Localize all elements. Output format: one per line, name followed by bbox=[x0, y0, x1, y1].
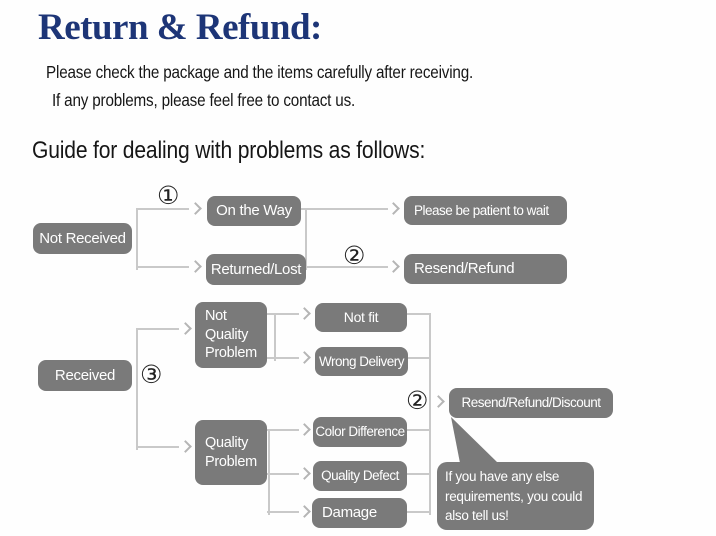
node-on-the-way: On the Way bbox=[207, 196, 301, 226]
connector-to-be-patient bbox=[301, 208, 388, 210]
connector-to-quality-defect bbox=[267, 473, 299, 475]
guide-heading: Guide for dealing with problems as follo… bbox=[32, 137, 426, 164]
connector-nqp-ladder-vertical bbox=[274, 313, 276, 361]
node-be-patient: Please be patient to wait bbox=[404, 196, 567, 225]
speech-bubble-tail bbox=[451, 417, 498, 463]
arrow-right-icon bbox=[179, 440, 192, 453]
node-wrong-delivery: Wrong Delivery bbox=[315, 347, 408, 376]
node-not-received: Not Received bbox=[33, 223, 132, 254]
intro-line-2: If any problems, please feel free to con… bbox=[52, 90, 356, 110]
connector-received-vertical bbox=[136, 328, 138, 450]
connector-to-returned-lost bbox=[136, 266, 189, 268]
stub-quality-defect bbox=[407, 473, 431, 475]
node-quality-problem: Quality Problem bbox=[195, 420, 267, 485]
arrow-right-icon bbox=[189, 260, 202, 273]
intro-line-1: Please check the package and the items c… bbox=[46, 62, 474, 82]
connector-top-ladder-vertical bbox=[305, 208, 307, 270]
node-not-quality-problem: Not Quality Problem bbox=[195, 302, 267, 368]
stub-damage bbox=[407, 511, 431, 513]
page-title: Return & Refund: bbox=[38, 7, 322, 48]
node-damage: Damage bbox=[312, 498, 407, 528]
connector-to-wrong-delivery bbox=[266, 357, 299, 359]
node-color-difference: Color Difference bbox=[313, 417, 407, 447]
step-3-badge: ③ bbox=[140, 360, 163, 389]
arrow-right-icon bbox=[432, 395, 445, 408]
arrow-right-icon bbox=[179, 322, 192, 335]
stub-color-difference bbox=[407, 429, 431, 431]
arrow-right-icon bbox=[298, 505, 311, 518]
connector-to-resend-refund bbox=[305, 266, 388, 268]
step-2-badge-bottom: ② bbox=[406, 386, 429, 415]
step-1-badge: ① bbox=[157, 181, 180, 210]
arrow-right-icon bbox=[298, 467, 311, 480]
node-returned-lost: Returned/Lost bbox=[206, 254, 306, 285]
step-2-badge-top: ② bbox=[343, 241, 366, 270]
arrow-right-icon bbox=[298, 423, 311, 436]
connector-to-damage bbox=[267, 511, 299, 513]
node-resend-refund-discount: Resend/Refund/Discount bbox=[449, 388, 613, 418]
node-received: Received bbox=[38, 360, 132, 391]
connector-to-not-quality-problem bbox=[136, 328, 179, 330]
connector-not-received-vertical bbox=[136, 208, 138, 270]
connector-to-on-the-way bbox=[136, 208, 189, 210]
arrow-right-icon bbox=[387, 260, 400, 273]
arrow-right-icon bbox=[189, 202, 202, 215]
arrow-right-icon bbox=[298, 307, 311, 320]
connector-to-not-fit bbox=[266, 313, 299, 315]
stub-not-fit bbox=[407, 313, 431, 315]
node-resend-refund: Resend/Refund bbox=[404, 254, 567, 284]
arrow-right-icon bbox=[298, 351, 311, 364]
arrow-right-icon bbox=[387, 202, 400, 215]
stub-wrong-delivery bbox=[408, 357, 431, 359]
connector-collector-vertical bbox=[429, 313, 431, 515]
speech-bubble-note: If you have any else requirements, you c… bbox=[437, 462, 594, 530]
connector-to-color-difference bbox=[267, 429, 299, 431]
connector-to-quality-problem bbox=[136, 446, 179, 448]
node-quality-defect: Quality Defect bbox=[313, 461, 407, 491]
connector-qp-ladder-vertical bbox=[268, 429, 270, 515]
node-not-fit: Not fit bbox=[315, 303, 407, 332]
